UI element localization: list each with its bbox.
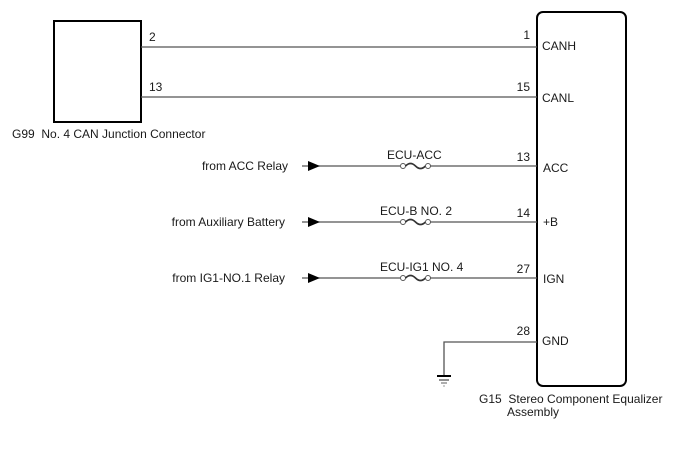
ecu-pin-15: 15 bbox=[516, 80, 530, 94]
ecu-terminal-canl: CANL bbox=[542, 91, 575, 105]
g99-pin-2: 2 bbox=[149, 30, 156, 44]
ecu-terminal-gnd: GND bbox=[542, 334, 569, 348]
fuse-label-ecu-b-no2: ECU-B NO. 2 bbox=[380, 204, 453, 218]
fuse-label-ecu-ig1-no4: ECU-IG1 NO. 4 bbox=[380, 260, 464, 274]
ecu-terminal-acc: ACC bbox=[543, 161, 569, 175]
ecu-pin-14: 14 bbox=[516, 206, 530, 220]
g99-id: G99 bbox=[12, 127, 35, 141]
ecu-pin-13: 13 bbox=[516, 150, 530, 164]
fuse-icon bbox=[400, 275, 406, 281]
source-auxiliary-battery: from Auxiliary Battery bbox=[171, 215, 285, 229]
ecu-terminal-b: +B bbox=[543, 215, 559, 229]
g15-caption: G15 Stereo Component Equalizer bbox=[479, 392, 662, 406]
g15-id: G15 bbox=[479, 392, 502, 406]
ecu-terminal-ign: IGN bbox=[543, 272, 565, 286]
g15-ecu-box bbox=[536, 11, 627, 387]
ecu-pin-1: 1 bbox=[523, 28, 530, 42]
g99-caption: G99 No. 4 CAN Junction Connector bbox=[12, 127, 205, 141]
arrow-icon bbox=[308, 273, 320, 283]
ecu-terminal-canh: CANH bbox=[542, 39, 577, 53]
ground-icon bbox=[437, 375, 451, 387]
ecu-pin-27: 27 bbox=[516, 262, 530, 276]
fuse-icon bbox=[400, 163, 406, 169]
source-acc-relay: from ACC Relay bbox=[201, 159, 288, 173]
source-ig1-no1-relay: from IG1-NO.1 Relay bbox=[172, 271, 285, 285]
acc-circuit bbox=[302, 161, 537, 171]
g99-pin-13: 13 bbox=[149, 80, 163, 94]
g15-name-line2: Assembly bbox=[507, 405, 560, 419]
arrow-icon bbox=[308, 217, 320, 227]
ign-circuit bbox=[302, 273, 537, 283]
g99-name: No. 4 CAN Junction Connector bbox=[41, 127, 206, 141]
b-circuit bbox=[302, 217, 537, 227]
g15-name-line1: Stereo Component Equalizer bbox=[508, 392, 663, 406]
g99-connector-box bbox=[53, 20, 142, 123]
fuse-label-ecu-acc: ECU-ACC bbox=[387, 148, 442, 162]
fuse-icon bbox=[400, 219, 406, 225]
gnd-circuit bbox=[437, 341, 537, 387]
arrow-icon bbox=[308, 161, 320, 171]
ecu-pin-28: 28 bbox=[516, 324, 530, 338]
